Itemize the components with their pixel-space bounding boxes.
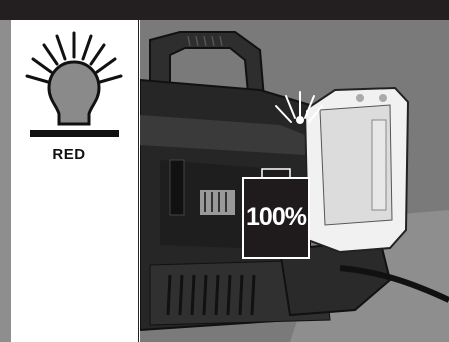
battery-charge-label: 100% [246,203,307,231]
previous-figure-edge [0,20,11,342]
header-bar [0,0,449,20]
battery-icon [242,168,310,259]
indicator-color-label: RED [52,146,86,163]
light-bulb-icon [25,31,123,137]
